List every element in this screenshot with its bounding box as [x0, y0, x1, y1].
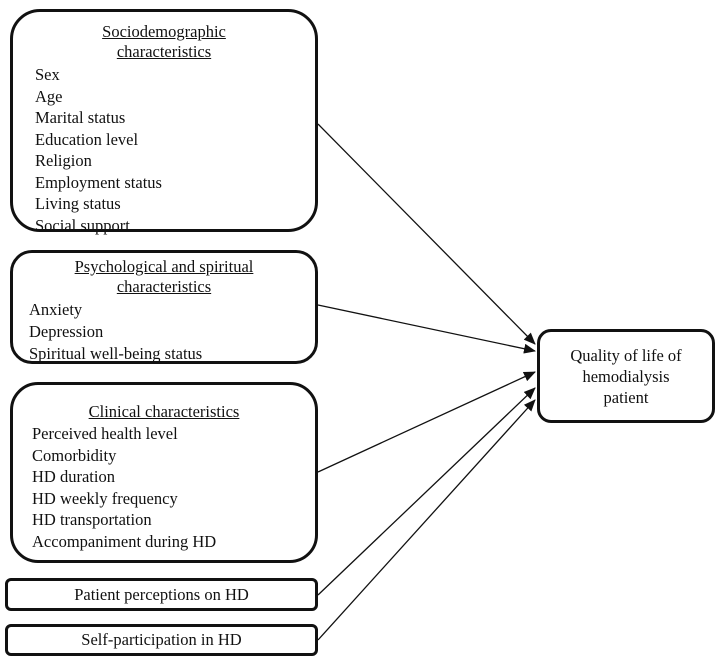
psychological-title: Psychological and spiritual characterist… — [74, 257, 254, 296]
psychological-list: Anxiety Depression Spiritual well-being … — [29, 299, 202, 365]
list-item: Education level — [35, 129, 139, 149]
list-item: Marital status — [35, 108, 126, 127]
patient-perceptions-label: Patient perceptions on HD — [74, 584, 249, 604]
list-item: Living status — [35, 194, 121, 213]
list-item: Depression — [29, 322, 104, 341]
clinical-box: Clinical characteristics Perceived healt… — [10, 382, 318, 563]
list-item: Comorbidity — [32, 445, 117, 465]
list-item: HD transportation — [32, 510, 152, 529]
clinical-title: Clinical characteristics — [88, 402, 240, 421]
arrow-psych-to-outcome — [317, 304, 536, 354]
clinical-list: Perceived health level Comorbidity HD du… — [32, 423, 216, 552]
sociodemographic-title: Sociodemographic characteristics — [102, 22, 226, 61]
psychological-box: Psychological and spiritual characterist… — [10, 250, 318, 364]
quality-of-life-box: Quality of life of hemodialysis patient — [537, 329, 715, 423]
list-item: Anxiety — [29, 300, 83, 319]
arrow-socio-to-outcome — [317, 123, 536, 345]
list-item: Age — [35, 86, 63, 106]
list-item: Spiritual well-being status — [29, 344, 203, 363]
patient-perceptions-box: Patient perceptions on HD — [5, 578, 318, 611]
list-item: Employment status — [35, 172, 162, 192]
list-item: Sex — [35, 65, 60, 84]
list-item: Social support — [35, 215, 130, 235]
list-item: Religion — [35, 151, 92, 170]
list-item: Perceived health level — [32, 424, 178, 443]
list-item: HD weekly frequency — [32, 488, 178, 508]
self-participation-label: Self-participation in HD — [81, 630, 242, 649]
arrow-self-to-outcome — [317, 399, 536, 641]
arrow-clinical-to-outcome — [317, 371, 536, 473]
list-item: Accompaniment during HD — [32, 531, 217, 551]
sociodemographic-list: Sex Age Marital status Education level R… — [35, 64, 162, 236]
list-item: HD duration — [32, 467, 115, 486]
sociodemographic-box: Sociodemographic characteristics Sex Age… — [10, 9, 318, 235]
self-participation-box: Self-participation in HD — [5, 624, 318, 656]
arrow-perception-to-outcome — [317, 387, 536, 596]
quality-of-life-label: Quality of life of hemodialysis patient — [570, 345, 682, 407]
